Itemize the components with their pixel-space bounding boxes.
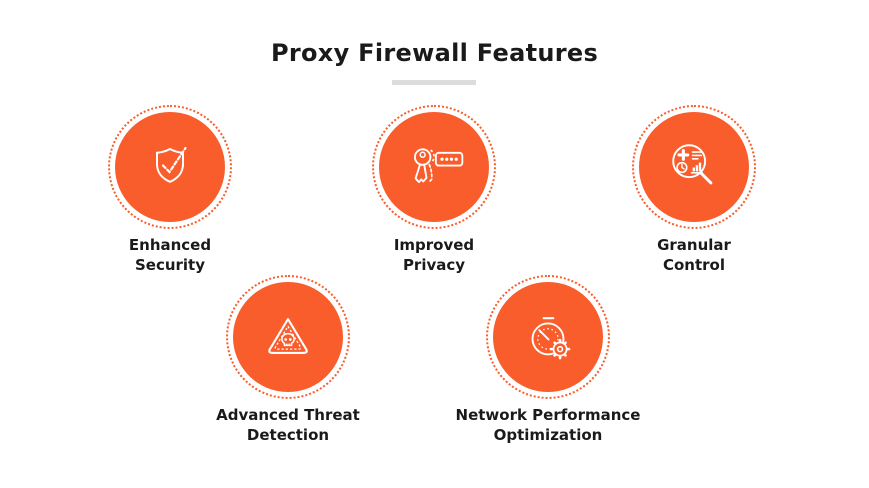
dotted-ring: [632, 105, 756, 229]
feature-label: Improved Privacy: [394, 235, 474, 275]
feature-label-line: Granular: [657, 236, 731, 254]
page-title: Proxy Firewall Features: [270, 39, 599, 67]
feature-label-line: Control: [662, 256, 725, 274]
keys-password-icon: [413, 147, 464, 183]
feature-improved-privacy: Improved Privacy: [314, 105, 554, 275]
feature-circle: [379, 112, 489, 222]
feature-label-line: Optimization: [493, 426, 603, 444]
dotted-ring: [372, 105, 496, 229]
stopwatch-gear-icon: [531, 317, 571, 360]
feature-circle: [233, 282, 343, 392]
feature-network-performance-optimization: Network Performance Optimization: [428, 275, 668, 445]
feature-label: Enhanced Security: [129, 235, 211, 275]
feature-circle: [639, 112, 749, 222]
feature-label: Network Performance Optimization: [456, 405, 641, 445]
feature-label-line: Advanced Threat: [216, 406, 360, 424]
feature-advanced-threat-detection: Advanced Threat Detection: [168, 275, 408, 445]
dotted-ring: [226, 275, 350, 399]
dotted-ring: [108, 105, 232, 229]
magnifier-analytics-icon: [672, 144, 713, 185]
title-divider: [392, 80, 476, 85]
feature-circle: [115, 112, 225, 222]
dotted-ring: [486, 275, 610, 399]
feature-label: Granular Control: [657, 235, 731, 275]
feature-label-line: Network Performance: [455, 406, 641, 424]
feature-label-line: Enhanced: [128, 236, 212, 254]
feature-label-line: Detection: [246, 426, 330, 444]
feature-label-line: Security: [134, 256, 206, 274]
feature-label-line: Privacy: [402, 256, 466, 274]
feature-granular-control: Granular Control: [574, 105, 814, 275]
feature-label: Advanced Threat Detection: [216, 405, 360, 445]
feature-enhanced-security: Enhanced Security: [50, 105, 290, 275]
shield-check-icon: [156, 146, 187, 183]
feature-label-line: Improved: [393, 236, 475, 254]
feature-circle: [493, 282, 603, 392]
warning-skull-icon: [268, 318, 308, 355]
